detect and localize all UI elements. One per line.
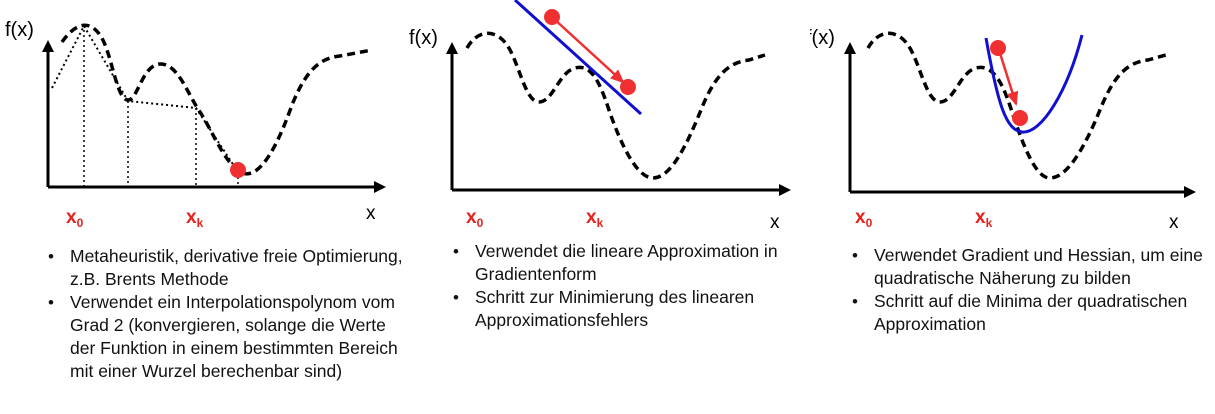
xk-subscript: k	[597, 216, 604, 230]
bullet-list: Verwendet die lineare Approximation in G…	[453, 240, 809, 332]
x0-subscript: 0	[77, 216, 84, 230]
bullet-item: Verwendet Gradient und Hessian, um eine …	[852, 244, 1214, 290]
linear-approximation-line	[513, 0, 643, 116]
xk-subscript: k	[986, 216, 993, 230]
x0-letter: x	[855, 207, 866, 228]
y-axis-label: f(x)	[810, 27, 835, 49]
step-arrow	[552, 17, 625, 84]
bullet-item: Verwendet ein Interpolationspolynom vom …	[48, 291, 404, 383]
bullet-list: Verwendet Gradient und Hessian, um eine …	[852, 244, 1214, 336]
x-axis-label: x	[770, 212, 780, 233]
xk-letter: x	[586, 207, 597, 228]
x0-label: x0	[466, 207, 484, 230]
function-curve	[465, 31, 766, 180]
xk-label: xk	[586, 207, 604, 230]
diagram-interpolation: f(x) x x0 xk	[5, 19, 386, 230]
x-axis-label: x	[1169, 212, 1179, 233]
xk-label: xk	[975, 207, 993, 230]
x0-label: x0	[66, 207, 84, 230]
function-curve	[60, 23, 373, 176]
panel-linear-approximation: f(x) x x0 xk Verwendet die lineare Appro…	[405, 0, 810, 414]
start-point	[990, 40, 1006, 56]
interpolation-polyline	[51, 23, 239, 173]
x-axis-label: x	[366, 203, 376, 224]
current-point	[230, 162, 246, 178]
panel-interpolation: f(x) x x0 xk Metaheuristik, derivative f…	[0, 0, 405, 414]
y-axis-label: f(x)	[409, 27, 438, 49]
step-arrow	[997, 49, 1019, 106]
bullet-item: Verwendet die lineare Approximation in G…	[453, 240, 809, 286]
panel-quadratic-approximation: f(x) x x0 xk Verwendet Gradient und Hess…	[810, 0, 1215, 414]
diagram-quadratic: f(x) x x0 xk	[810, 27, 1196, 233]
y-axis-label: f(x)	[5, 19, 34, 41]
minimum-point	[1012, 110, 1028, 126]
x0-subscript: 0	[477, 216, 484, 230]
bullet-item: Schritt auf die Minima der quadratischen…	[852, 290, 1214, 336]
next-point	[620, 79, 636, 95]
bullet-list: Metaheuristik, derivative freie Optimier…	[48, 245, 404, 383]
quadratic-approximation-curve	[984, 34, 1084, 134]
function-curve	[866, 31, 1167, 180]
x0-label: x0	[855, 207, 873, 230]
start-point	[544, 9, 560, 25]
xk-label: xk	[186, 207, 204, 230]
bullet-item: Metaheuristik, derivative freie Optimier…	[48, 245, 404, 291]
x0-letter: x	[466, 207, 477, 228]
xk-letter: x	[186, 207, 197, 228]
x0-subscript: 0	[866, 216, 873, 230]
xk-subscript: k	[197, 216, 204, 230]
bullet-item: Schritt zur Minimierung des linearen App…	[453, 286, 809, 332]
diagram-linear: f(x) x x0 xk	[409, 0, 791, 233]
x0-letter: x	[66, 207, 77, 228]
xk-letter: x	[975, 207, 986, 228]
